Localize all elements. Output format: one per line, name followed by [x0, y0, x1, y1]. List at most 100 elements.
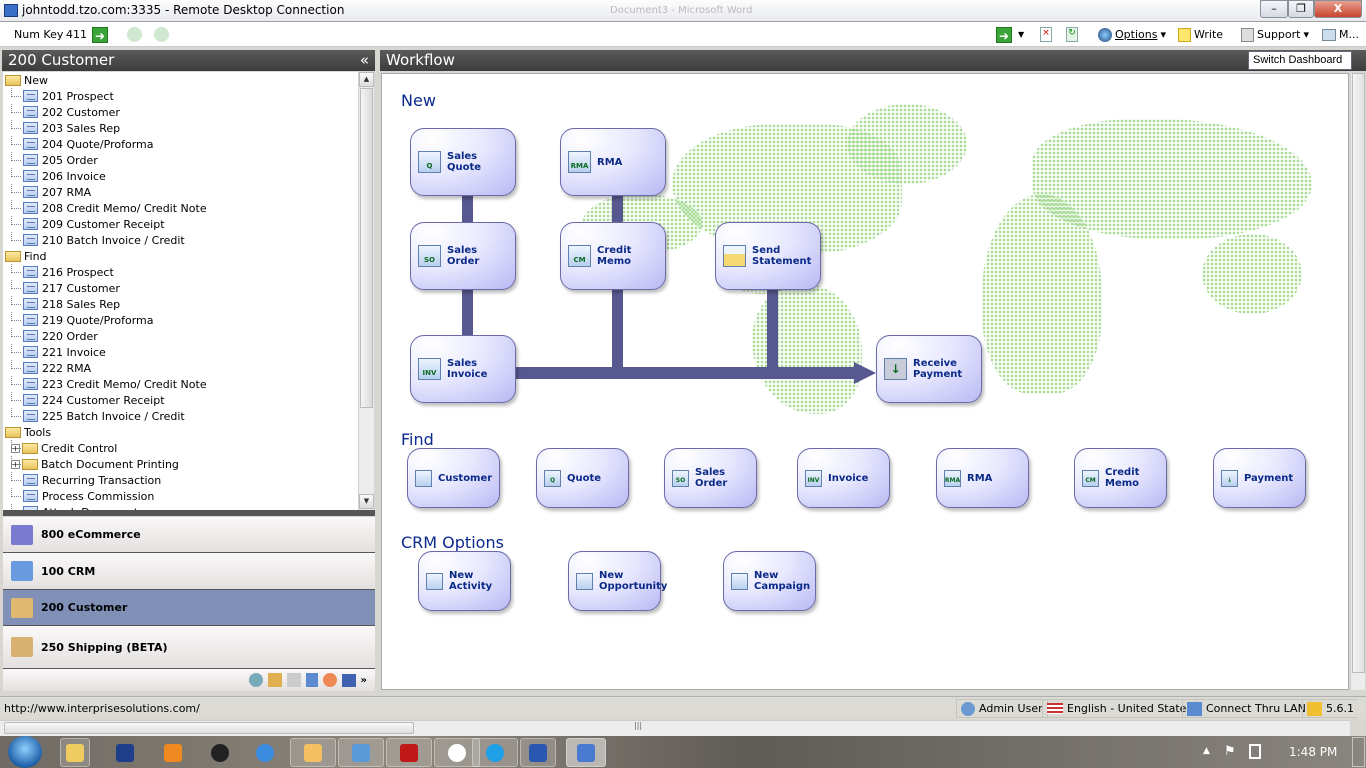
show-hidden-icons[interactable]: ▲: [1203, 746, 1210, 756]
tree-item[interactable]: 225 Batch Invoice / Credit: [3, 408, 358, 424]
tree-item[interactable]: 202 Customer: [3, 104, 358, 120]
tree-item[interactable]: 207 RMA: [3, 184, 358, 200]
tree-item[interactable]: +Credit Control: [3, 440, 358, 456]
tree-item[interactable]: 209 Customer Receipt: [3, 216, 358, 232]
taskbar-hp[interactable]: [205, 738, 235, 767]
new-activity-tile[interactable]: New Activity: [418, 551, 511, 611]
send-statement-tile[interactable]: Send Statement: [715, 222, 821, 290]
taskbar-acrobat[interactable]: [386, 738, 432, 767]
go-button[interactable]: ➜: [92, 27, 108, 43]
taskbar-ie[interactable]: [250, 738, 280, 767]
options-button[interactable]: Options ▾: [1098, 26, 1166, 43]
tree-item[interactable]: Find: [3, 248, 358, 264]
tree-item[interactable]: 205 Order: [3, 152, 358, 168]
boxes-icon[interactable]: [267, 673, 282, 687]
tree-item[interactable]: 201 Prospect: [3, 88, 358, 104]
restore-button[interactable]: ❐: [1288, 0, 1314, 18]
receive-payment-tile[interactable]: ↓Receive Payment: [876, 335, 982, 403]
tree-item[interactable]: +Batch Document Printing: [3, 456, 358, 472]
nav-button-crm[interactable]: 100 CRM: [3, 553, 375, 590]
tree-item[interactable]: 220 Order: [3, 328, 358, 344]
start-button[interactable]: [8, 736, 42, 768]
nav-button-ecommerce[interactable]: 800 eCommerce: [3, 517, 375, 553]
tree-item[interactable]: 210 Batch Invoice / Credit: [3, 232, 358, 248]
tree-item[interactable]: 222 RMA: [3, 360, 358, 376]
content-scrollbar[interactable]: [1350, 73, 1365, 690]
numkey-input[interactable]: 411: [66, 28, 87, 41]
tree-item[interactable]: 206 Invoice: [3, 168, 358, 184]
forward-icon[interactable]: [154, 27, 169, 42]
scroll-thumb[interactable]: [360, 88, 373, 408]
taskbar-remote-desktop[interactable]: [566, 738, 606, 767]
tree-item[interactable]: 216 Prospect: [3, 264, 358, 280]
minimize-button[interactable]: –: [1260, 0, 1288, 18]
support-button[interactable]: Support ▾: [1241, 26, 1309, 43]
power-icon[interactable]: [1249, 744, 1261, 759]
tree-item[interactable]: Recurring Transaction: [3, 472, 358, 488]
tree-item[interactable]: 219 Quote/Proforma: [3, 312, 358, 328]
tree-item[interactable]: Process Commission: [3, 488, 358, 504]
refresh-icon[interactable]: ↻: [1066, 27, 1078, 42]
tree-item[interactable]: Tools: [3, 424, 358, 440]
tree-scrollbar[interactable]: ▲ ▼: [358, 72, 374, 510]
close-button[interactable]: X: [1314, 0, 1362, 18]
collapse-panel-button[interactable]: «: [359, 51, 369, 69]
scroll-thumb[interactable]: [1352, 73, 1365, 673]
find-customer-tile[interactable]: Customer: [407, 448, 500, 508]
horizontal-scrollbar[interactable]: |||: [0, 720, 1350, 736]
mail-button[interactable]: M...: [1322, 26, 1359, 43]
calculator-icon[interactable]: [305, 673, 318, 687]
tree-item[interactable]: 218 Sales Rep: [3, 296, 358, 312]
chevron-down-icon[interactable]: ▼: [1018, 30, 1025, 39]
back-icon[interactable]: [127, 27, 142, 42]
more-icon[interactable]: »: [360, 674, 367, 686]
taskbar-explorer[interactable]: [60, 738, 90, 767]
action-center-flag-icon[interactable]: ⚑: [1224, 744, 1236, 759]
scroll-thumb[interactable]: [4, 722, 414, 734]
write-button[interactable]: Write: [1178, 26, 1223, 43]
taskbar-media-player[interactable]: [155, 738, 190, 767]
taskbar-word[interactable]: [520, 738, 556, 767]
tree-item[interactable]: 204 Quote/Proforma: [3, 136, 358, 152]
new-campaign-tile[interactable]: New Campaign: [723, 551, 816, 611]
scroll-down-button[interactable]: ▼: [359, 494, 374, 509]
taskbar-pinned-app[interactable]: [95, 738, 155, 767]
close-doc-icon[interactable]: ×: [1040, 27, 1052, 42]
splitter[interactable]: [3, 510, 375, 516]
new-opportunity-tile[interactable]: New Opportunity: [568, 551, 667, 611]
switch-dashboard-dropdown[interactable]: Switch Dashboard: [1248, 51, 1352, 70]
tree-item[interactable]: 203 Sales Rep: [3, 120, 358, 136]
taskbar-skype[interactable]: [472, 738, 518, 767]
clock[interactable]: 1:48 PM: [1289, 745, 1338, 759]
find-payment-tile[interactable]: ↓Payment: [1213, 448, 1306, 508]
taskbar-app[interactable]: [434, 738, 480, 767]
tree-item[interactable]: 221 Invoice: [3, 344, 358, 360]
clock-icon[interactable]: [322, 673, 337, 687]
scroll-up-button[interactable]: ▲: [359, 72, 374, 87]
taskbar-photos[interactable]: [338, 738, 384, 767]
monitor-icon[interactable]: [341, 673, 356, 687]
bin-icon[interactable]: [286, 673, 301, 687]
tree-item[interactable]: 224 Customer Receipt: [3, 392, 358, 408]
nav-button-customer[interactable]: 200 Customer: [3, 590, 375, 626]
tree-item[interactable]: New: [3, 72, 358, 88]
nav-button-shipping[interactable]: 250 Shipping (BETA): [3, 626, 375, 669]
go-dropdown-button[interactable]: ➜: [996, 27, 1012, 43]
tree-item[interactable]: 217 Customer: [3, 280, 358, 296]
user-icon[interactable]: [248, 673, 263, 687]
tree-item[interactable]: Attach Document: [3, 504, 358, 510]
tree-item[interactable]: 208 Credit Memo/ Credit Note: [3, 200, 358, 216]
show-desktop-button[interactable]: [1352, 737, 1365, 767]
taskbar-outlook[interactable]: [290, 738, 336, 767]
tree-item[interactable]: 223 Credit Memo/ Credit Note: [3, 376, 358, 392]
